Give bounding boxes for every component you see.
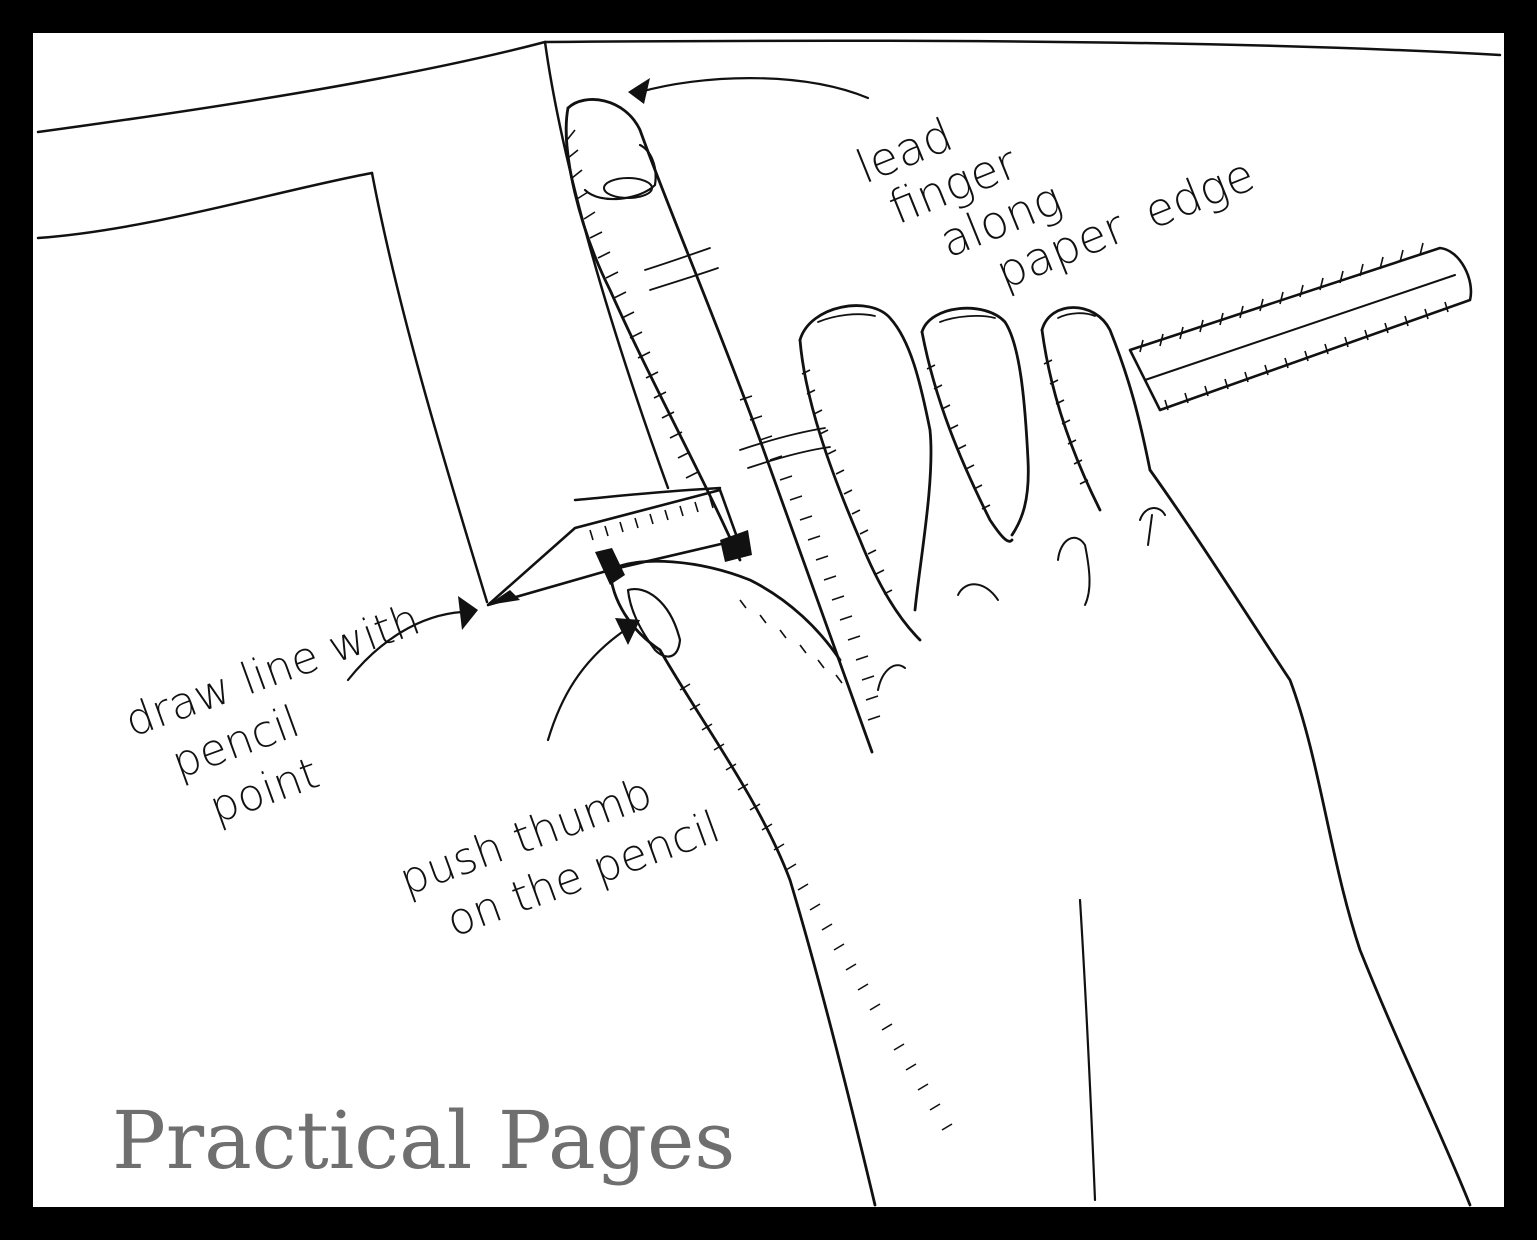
label-push-thumb: push thumb on the pencil (393, 768, 727, 948)
pencil-held (486, 488, 752, 607)
thumb (608, 559, 843, 684)
hand-outline (658, 468, 1472, 1207)
arrow-to-pencil-point (346, 610, 464, 682)
arrow-to-thumb (546, 626, 630, 742)
label-edge: edge (1136, 147, 1261, 240)
label-draw-line: draw line with pencil point (118, 594, 426, 834)
arrowhead-icon (615, 618, 640, 645)
arrowhead-icon (458, 596, 478, 630)
illustration-frame: lead finger along paper edge draw line w… (33, 33, 1504, 1207)
pencil-right (1128, 242, 1473, 412)
label-lead-finger: lead finger along paper edge (848, 107, 1261, 299)
paper-outlines (36, 39, 1502, 604)
hand-drawing-illustration: lead finger along paper edge draw line w… (36, 39, 1502, 1207)
arrow-to-finger (638, 77, 870, 100)
middle-fingers (798, 304, 1166, 691)
index-finger (564, 98, 881, 754)
arrowhead-icon (628, 78, 650, 104)
practical-pages-logo: Practical Pages (112, 1094, 735, 1187)
annotation-arrows (346, 77, 870, 742)
